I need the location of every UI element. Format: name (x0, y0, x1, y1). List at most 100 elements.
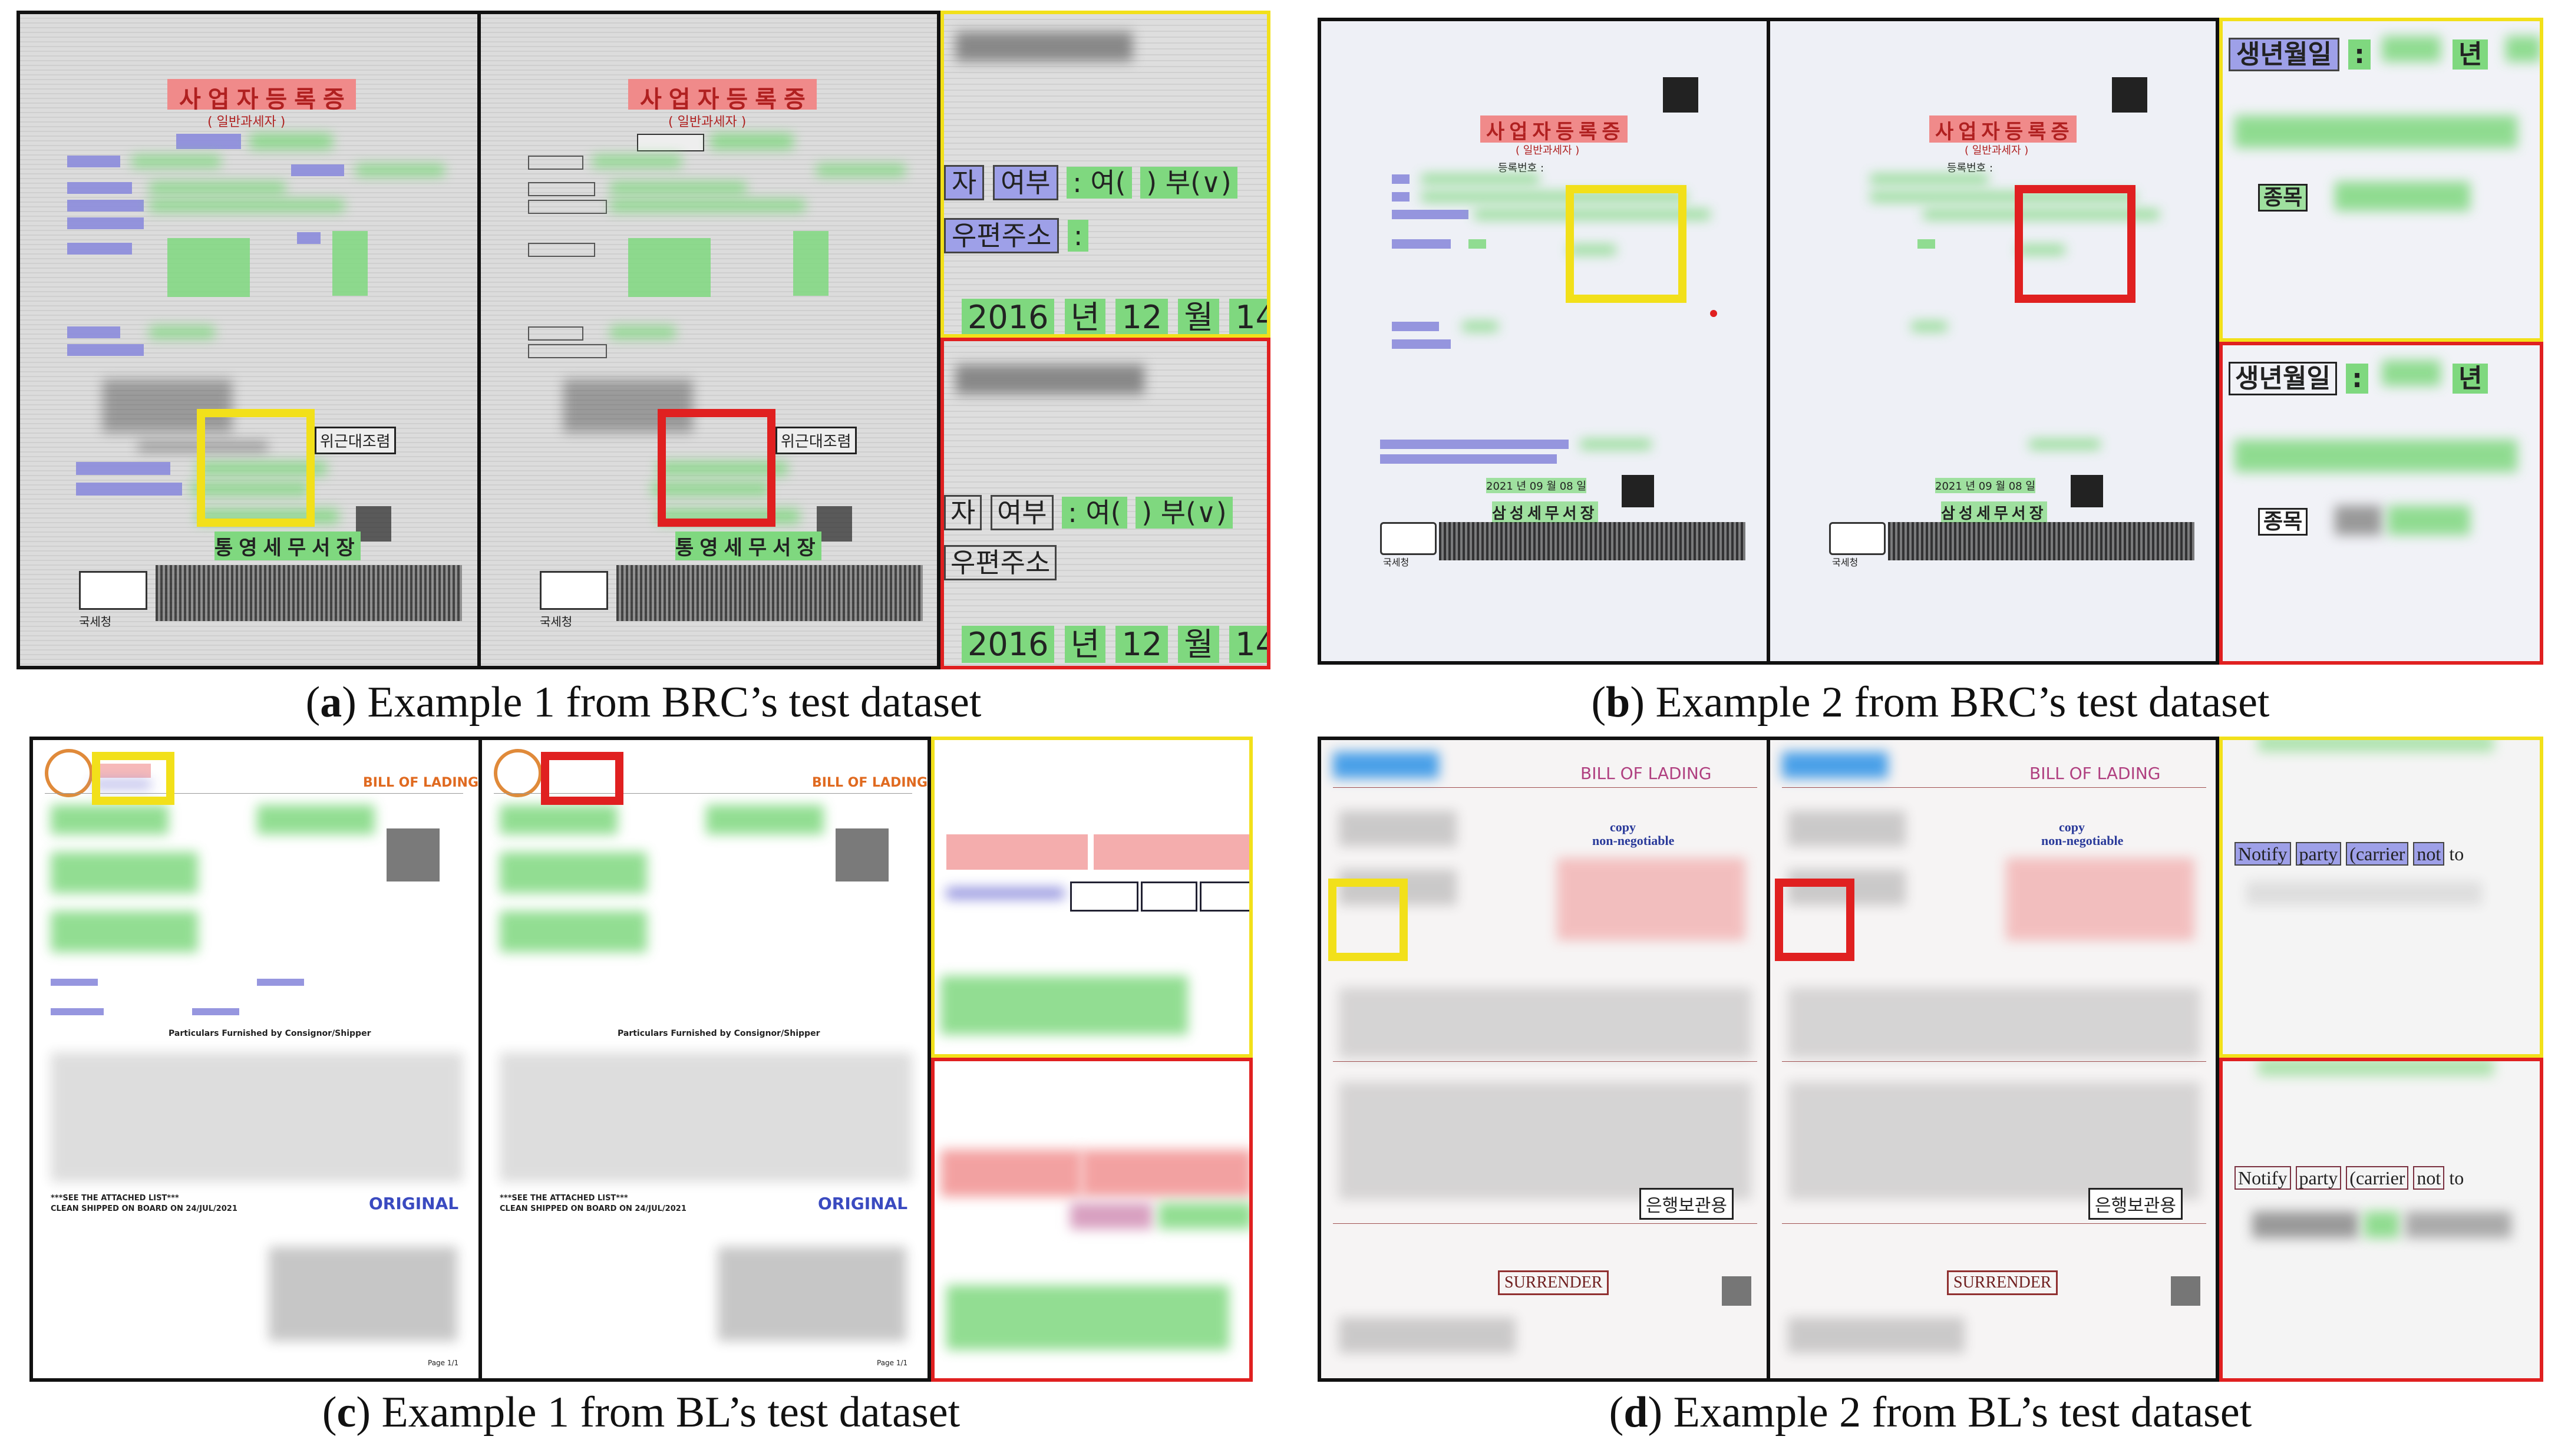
zoom-text: to (2449, 843, 2464, 864)
bl-title: OF (2069, 764, 2092, 783)
bl-page: Page 1/1 (428, 1359, 459, 1367)
doc-title: 사업자등록증 (640, 86, 813, 113)
zoom-a-yellow: 자 여부 : 여( ) 부(∨) 우편주소 : 2016 년 12 월 14 일 (940, 11, 1270, 338)
bl-note: ***SEE THE ATTACHED LIST*** (51, 1194, 179, 1203)
tax-office: 통영세무서장 (214, 531, 361, 560)
zoom-text: Notify (2234, 842, 2291, 866)
panel-a-scan-result: 사업자등록증 ( 일반과세자 ) 위근대조렴 통영세무서장 국세청 (481, 14, 937, 666)
zoom-text: 종목 (2258, 184, 2308, 212)
nts-label: 국세청 (79, 615, 112, 629)
zoom-text: : 여( (1062, 497, 1127, 529)
zoom-d-yellow: Notify party (carrier not to (2219, 737, 2543, 1058)
zoom-b-red: 생년월일 : 년 종목 (2219, 342, 2543, 665)
highlight-box-yellow (197, 409, 315, 527)
highlight-box-yellow (1328, 879, 1408, 961)
seal-text: 위근대조렴 (775, 427, 857, 454)
reg-number-label: 등록번호 : (1498, 162, 1544, 174)
zoom-text: 여부 (990, 495, 1054, 530)
nts-label: 국세청 (1832, 557, 1859, 568)
doc-subtitle: ( 일반과세자 ) (207, 115, 286, 130)
zoom-c-yellow (931, 737, 1253, 1058)
zoom-text: 12 (1115, 299, 1169, 334)
bl-shipped: CLEAN SHIPPED ON BOARD ON 24/JUL/2021 (500, 1204, 686, 1213)
doc-date: 2021 년 09 월 08 일 (1486, 478, 1586, 493)
zoom-text: : (1067, 220, 1089, 252)
bl-original-stamp: ORIGINAL (369, 1194, 459, 1213)
panel-a-scan-original: 사업자등록증 ( 일반과세자 ) 위근대조렴 통영세무서장 국세청 (20, 14, 477, 666)
zoom-text: 생년월일 (2229, 362, 2337, 395)
tax-office: 통영세무서장 (675, 531, 821, 560)
bl-particulars: Particulars Furnished by Consignor/Shipp… (618, 1029, 820, 1038)
doc-subtitle: ( 일반과세자 ) (668, 115, 747, 130)
caption-a: (a) Example 1 from BRC’s test dataset (305, 678, 982, 727)
zoom-text: 월 (1178, 626, 1220, 663)
zoom-text: ) 부(∨) (1136, 497, 1233, 529)
highlight-box-red (1775, 879, 1854, 961)
zoom-d-red: Notify party (carrier not to (2219, 1058, 2543, 1382)
bl-title: BILL OF LADING (363, 775, 478, 790)
panel-b-scan-result: 사업자등록증 ( 일반과세자 ) 등록번호 : 2021 년 09 월 08 일… (1770, 21, 2216, 661)
zoom-text: : 여( (1067, 167, 1132, 199)
zoom-text: 자 (944, 495, 982, 530)
zoom-text: party (2295, 842, 2342, 866)
caption-c: (c) Example 1 from BL’s test dataset (322, 1388, 961, 1437)
non-negotiable-label: non-negotiable (2041, 833, 2124, 848)
bl-title: BILL (2029, 764, 2064, 783)
zoom-text: not (2413, 842, 2445, 866)
panel-b: 사업자등록증 ( 일반과세자 ) 등록번호 : 2021 년 09 월 08 일… (1318, 18, 2219, 665)
bl-original-stamp: ORIGINAL (818, 1194, 908, 1213)
tax-office: 삼성세무서장 (1492, 501, 1598, 523)
panel-a: 사업자등록증 ( 일반과세자 ) 위근대조렴 통영세무서장 국세청 (16, 11, 940, 669)
seal-text: 위근대조렴 (315, 427, 396, 454)
bl-particulars: Particulars Furnished by Consignor/Shipp… (169, 1029, 371, 1038)
panel-d: BILL OF LADING copy non-negotiable 은행보관용… (1318, 737, 2219, 1382)
panel-c: BILL OF LADING Particulars Furnished by … (29, 737, 931, 1382)
bl-title: BILL (1580, 764, 1615, 783)
zoom-text: (carrier (2346, 1166, 2409, 1190)
caption-b: (b) Example 2 from BRC’s test dataset (1591, 678, 2270, 727)
tax-office: 삼성세무서장 (1941, 501, 2047, 523)
bl-title: BILL OF LADING (812, 775, 928, 790)
bank-stamp: 은행보관용 (2088, 1188, 2183, 1220)
zoom-text: 2016 (962, 299, 1055, 334)
highlight-box-red (658, 409, 775, 527)
zoom-text: 12 (1115, 626, 1169, 663)
zoom-text: 우편주소 (944, 218, 1059, 253)
bl-page: Page 1/1 (877, 1359, 908, 1367)
zoom-b-yellow: 생년월일 : 년 종목 (2219, 18, 2543, 342)
highlight-box-yellow (1566, 185, 1686, 303)
zoom-text: 자 (944, 165, 985, 200)
doc-subtitle: ( 일반과세자 ) (1965, 144, 2029, 157)
bank-stamp: 은행보관용 (1639, 1188, 1734, 1220)
zoom-text: 우편주소 (944, 545, 1057, 580)
non-negotiable-label: non-negotiable (1592, 833, 1675, 848)
zoom-text: Notify (2234, 1166, 2291, 1190)
copy-label: copy (1610, 820, 1636, 834)
copy-label: copy (2059, 820, 2085, 834)
zoom-text: : (2348, 39, 2371, 70)
doc-subtitle: ( 일반과세자 ) (1516, 144, 1580, 157)
zoom-text: : (2346, 364, 2368, 394)
zoom-text: 2016 (962, 626, 1055, 663)
zoom-text: to (2449, 1167, 2464, 1188)
bl-title: LADING (2097, 764, 2161, 783)
zoom-text: (carrier (2346, 842, 2409, 866)
nts-label: 국세청 (540, 615, 573, 629)
panel-b-scan-original: 사업자등록증 ( 일반과세자 ) 등록번호 : 2021 년 09 월 08 일… (1321, 21, 1767, 661)
zoom-text: 년 (1064, 626, 1106, 663)
zoom-text: 14 (1229, 626, 1267, 663)
bl-title: OF (1620, 764, 1643, 783)
zoom-c-red (931, 1058, 1253, 1382)
zoom-text: party (2295, 1166, 2342, 1190)
caption-d: (d) Example 2 from BL’s test dataset (1609, 1388, 2252, 1437)
zoom-text: 종목 (2258, 508, 2308, 536)
panel-c-scan-original: BILL OF LADING Particulars Furnished by … (33, 740, 478, 1378)
zoom-text: 월 (1178, 299, 1220, 334)
zoom-text: 년 (1064, 299, 1106, 334)
zoom-a-red: 자 여부 : 여( ) 부(∨) 우편주소 2016 년 12 월 14 일 (940, 338, 1270, 669)
surrender-stamp: SURRENDER (1947, 1270, 2058, 1295)
bl-shipped: CLEAN SHIPPED ON BOARD ON 24/JUL/2021 (51, 1204, 237, 1213)
zoom-text: 14 (1229, 299, 1267, 334)
zoom-text: 년 (2453, 39, 2488, 70)
nts-label: 국세청 (1383, 557, 1410, 568)
